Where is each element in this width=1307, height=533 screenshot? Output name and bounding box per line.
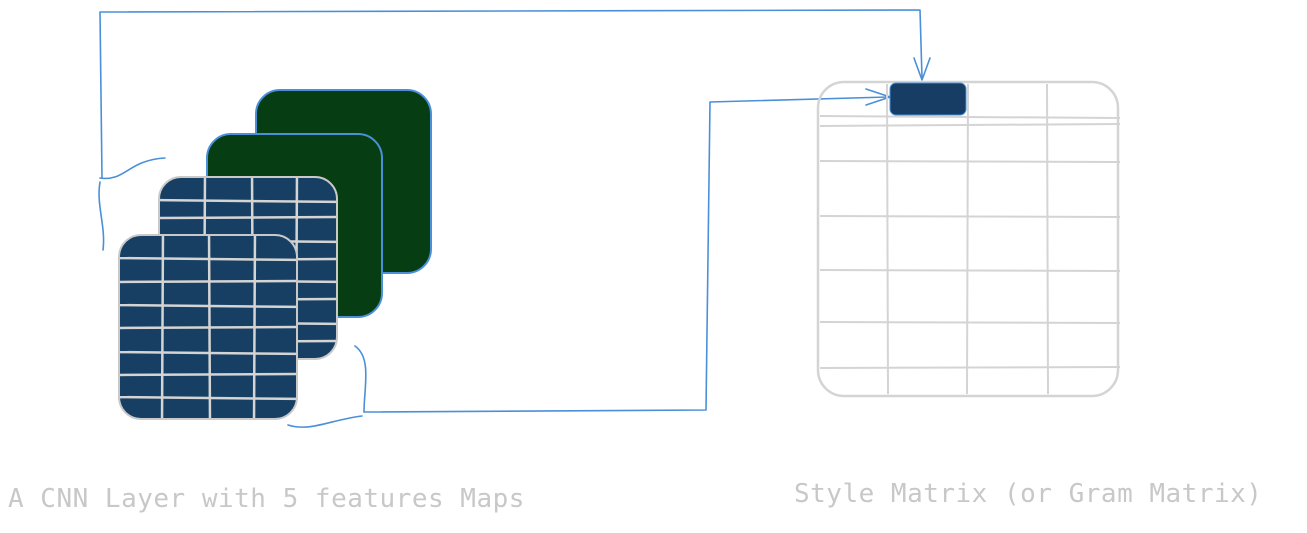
cnn-layer-caption: A CNN Layer with 5 features Maps [8, 484, 525, 514]
style-matrix-frame [816, 80, 1120, 398]
style-matrix-highlighted-cell [889, 82, 967, 116]
left-bracket [98, 157, 166, 251]
connector-bottom-line [363, 96, 889, 413]
connector-bottom-curl [287, 415, 363, 428]
style-matrix-caption: Style Matrix (or Gram Matrix) [794, 479, 1263, 509]
connector-top-line [99, 9, 923, 179]
connector-bottom-bracket [354, 345, 367, 413]
style-matrix [816, 80, 1121, 398]
connector-top [99, 9, 931, 179]
connector-top-arrowhead [913, 57, 931, 81]
feature-map-4 [118, 234, 298, 420]
